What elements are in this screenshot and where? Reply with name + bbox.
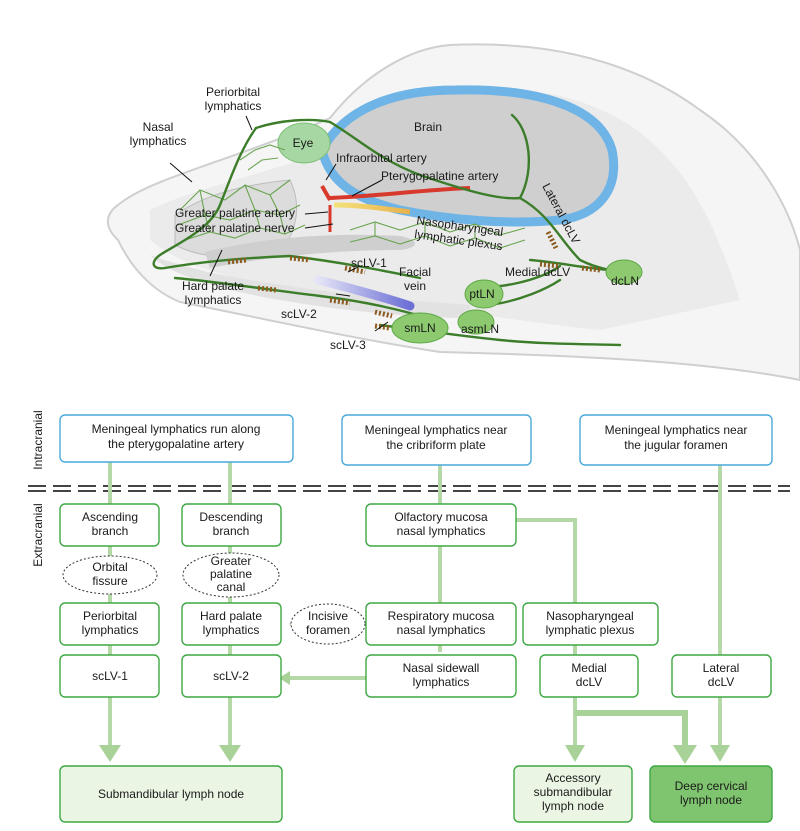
smln-node — [391, 312, 449, 344]
box-jugular-meningeal — [579, 414, 773, 466]
flow-to-deep-cervical — [575, 710, 688, 745]
intracranial-boundary — [28, 485, 790, 492]
greater-palatine-artery-label: Greater palatine artery — [175, 206, 295, 220]
pterygopalatine-artery — [329, 186, 471, 200]
box-olfactory-mucosa — [365, 503, 517, 547]
dcln-label: dcLN — [611, 274, 639, 288]
pterygopalatine-artery-label: Pterygopalatine artery — [381, 169, 498, 183]
box-respiratory-mucosa — [365, 602, 517, 646]
arrow-head-accessory — [565, 745, 585, 762]
ptln-label: ptLN — [469, 287, 494, 301]
smln-label: smLN — [404, 321, 435, 335]
medial-dclv-label: Medial dcLV — [505, 265, 570, 279]
box-descending-branch — [181, 503, 282, 547]
eye-label: Eye — [293, 136, 314, 150]
lymphatic-valves — [227, 230, 601, 331]
intracranial-region-label: Intracranial — [31, 410, 45, 469]
extracranial-region-label: Extracranial — [31, 503, 45, 566]
arrow-head-sidewall — [279, 671, 290, 685]
nasal-lymphatic-mesh — [177, 144, 306, 241]
box-medial-dclv — [539, 654, 639, 698]
infraorbital-artery — [320, 185, 332, 201]
arrow-head-jugular — [710, 745, 730, 762]
box-ascending-branch — [59, 503, 160, 547]
box-sclv2 — [181, 654, 282, 698]
asmln-node — [457, 309, 495, 335]
box-cribriform-meningeal — [341, 414, 532, 466]
oval-greater-palatine-canal — [182, 552, 280, 598]
arrow-head-descending — [219, 745, 241, 762]
box-nasal-sidewall — [365, 654, 517, 698]
box-deep-cervical-lymph-node — [649, 765, 773, 823]
box-lateral-dclv — [671, 654, 772, 698]
palate — [205, 234, 415, 268]
drainage-flowchart: Intracranial Extracranial — [28, 410, 790, 823]
arrow-head-deep-cervical — [673, 745, 697, 764]
box-sclv1 — [59, 654, 160, 698]
box-submandibular-lymph-node — [59, 765, 283, 823]
box-nasopharyngeal-plexus — [522, 602, 659, 646]
box-accessory-submandibular — [513, 765, 633, 823]
infraorbital-artery-label: Infraorbital artery — [336, 151, 427, 165]
box-periorbital-lymphatics — [59, 602, 160, 646]
box-sclv2-text: scLV-2 — [213, 669, 249, 683]
box-pterygopalatine-meningeal — [59, 414, 294, 463]
oval-orbital-fissure — [62, 555, 158, 595]
greater-palatine-nerve-label: Greater palatine nerve — [175, 221, 295, 235]
sclv3-label: scLV-3 — [330, 338, 366, 352]
sclv1-label: scLV-1 — [351, 256, 387, 270]
ptln-node — [464, 279, 504, 309]
box-sclv1-text: scLV-1 — [92, 669, 128, 683]
box-submandibular-lymph-node-text: Submandibular lymph node — [98, 787, 244, 801]
dcln-node — [605, 259, 643, 285]
arrow-head-ascending — [99, 745, 121, 762]
brain-label: Brain — [414, 120, 442, 134]
sclv2-label: scLV-2 — [281, 307, 317, 321]
greater-palatine-nerve-vessel — [333, 202, 411, 215]
eye — [277, 122, 331, 164]
label-pointers — [169, 115, 389, 332]
oval-incisive-foramen — [290, 603, 366, 645]
box-hard-palate-lymphatics — [181, 602, 282, 646]
asmln-label: asmLN — [461, 322, 499, 336]
facial-vein — [313, 275, 415, 311]
nasopharyngeal-lymphatic-mesh — [349, 221, 526, 249]
